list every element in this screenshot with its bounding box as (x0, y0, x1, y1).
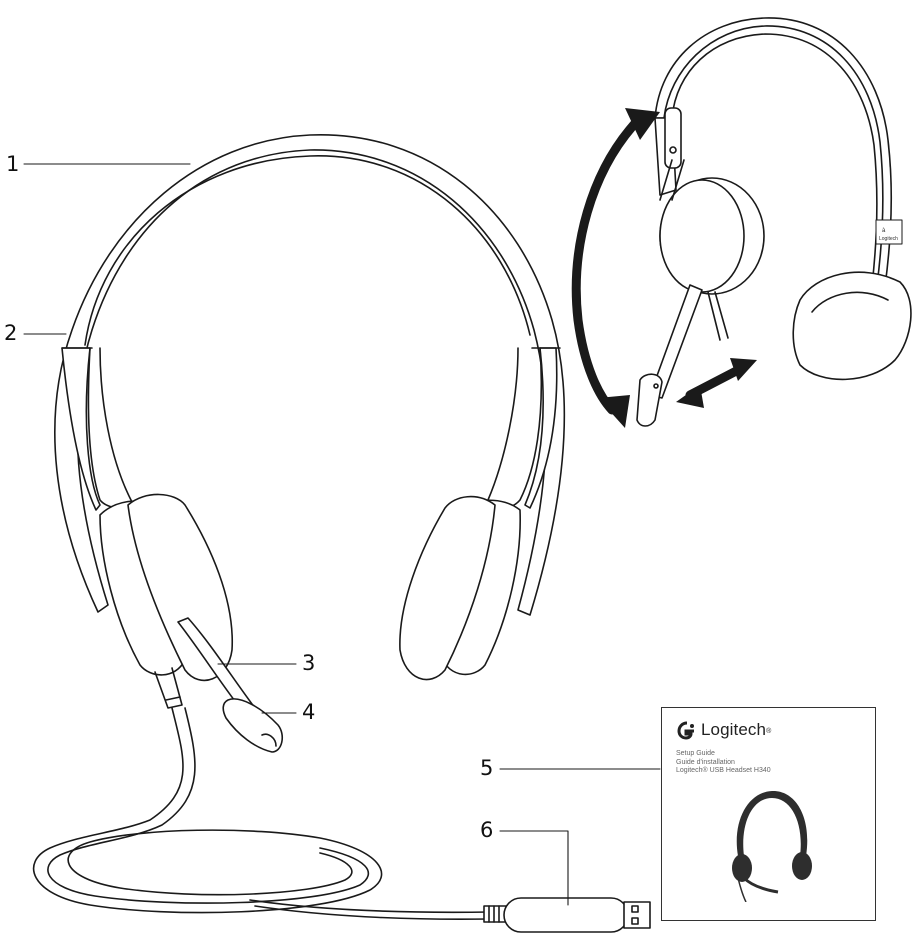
brand-name: Logitech (701, 720, 767, 739)
svg-text:à: à (882, 228, 886, 234)
callout-2: 2 (4, 321, 18, 345)
callout-3: 3 (302, 651, 316, 675)
callout-4: 4 (302, 700, 316, 724)
guide-line-1: Setup Guide (676, 750, 715, 757)
logitech-logo-icon (677, 721, 694, 740)
guide-headset-thumbnail (732, 790, 812, 902)
headband (54, 134, 566, 616)
callout-1: 1 (6, 152, 20, 176)
rotate-arrow (571, 113, 645, 415)
usb-cable (32, 707, 383, 914)
leader-lines (23, 163, 661, 906)
guide-text: Setup Guide Guide d'installation Logitec… (676, 750, 771, 776)
microphone-head (222, 698, 284, 753)
guide-line-3: Logitech® USB Headset H340 (676, 767, 771, 774)
brand-row: Logitech® (676, 720, 771, 740)
headband-slider-left (61, 347, 101, 511)
inset-microphone-boom (659, 159, 685, 201)
main-headset (32, 134, 566, 921)
ear-cushion-right (399, 495, 496, 681)
brand-trademark: ® (766, 727, 772, 735)
setup-guide-card: Logitech® Setup Guide Guide d'installati… (661, 707, 876, 921)
inset-ear-cup-right (792, 271, 912, 381)
inset-headset: à Logitech (571, 17, 912, 428)
guide-line-2: Guide d'installation (676, 758, 735, 766)
usb-connector (483, 897, 651, 933)
svg-text:Logitech: Logitech (879, 236, 898, 242)
headband-slider-right (524, 347, 558, 509)
callout-6: 6 (480, 818, 494, 842)
callout-5: 5 (480, 756, 494, 780)
ear-cushion-left (127, 493, 234, 682)
